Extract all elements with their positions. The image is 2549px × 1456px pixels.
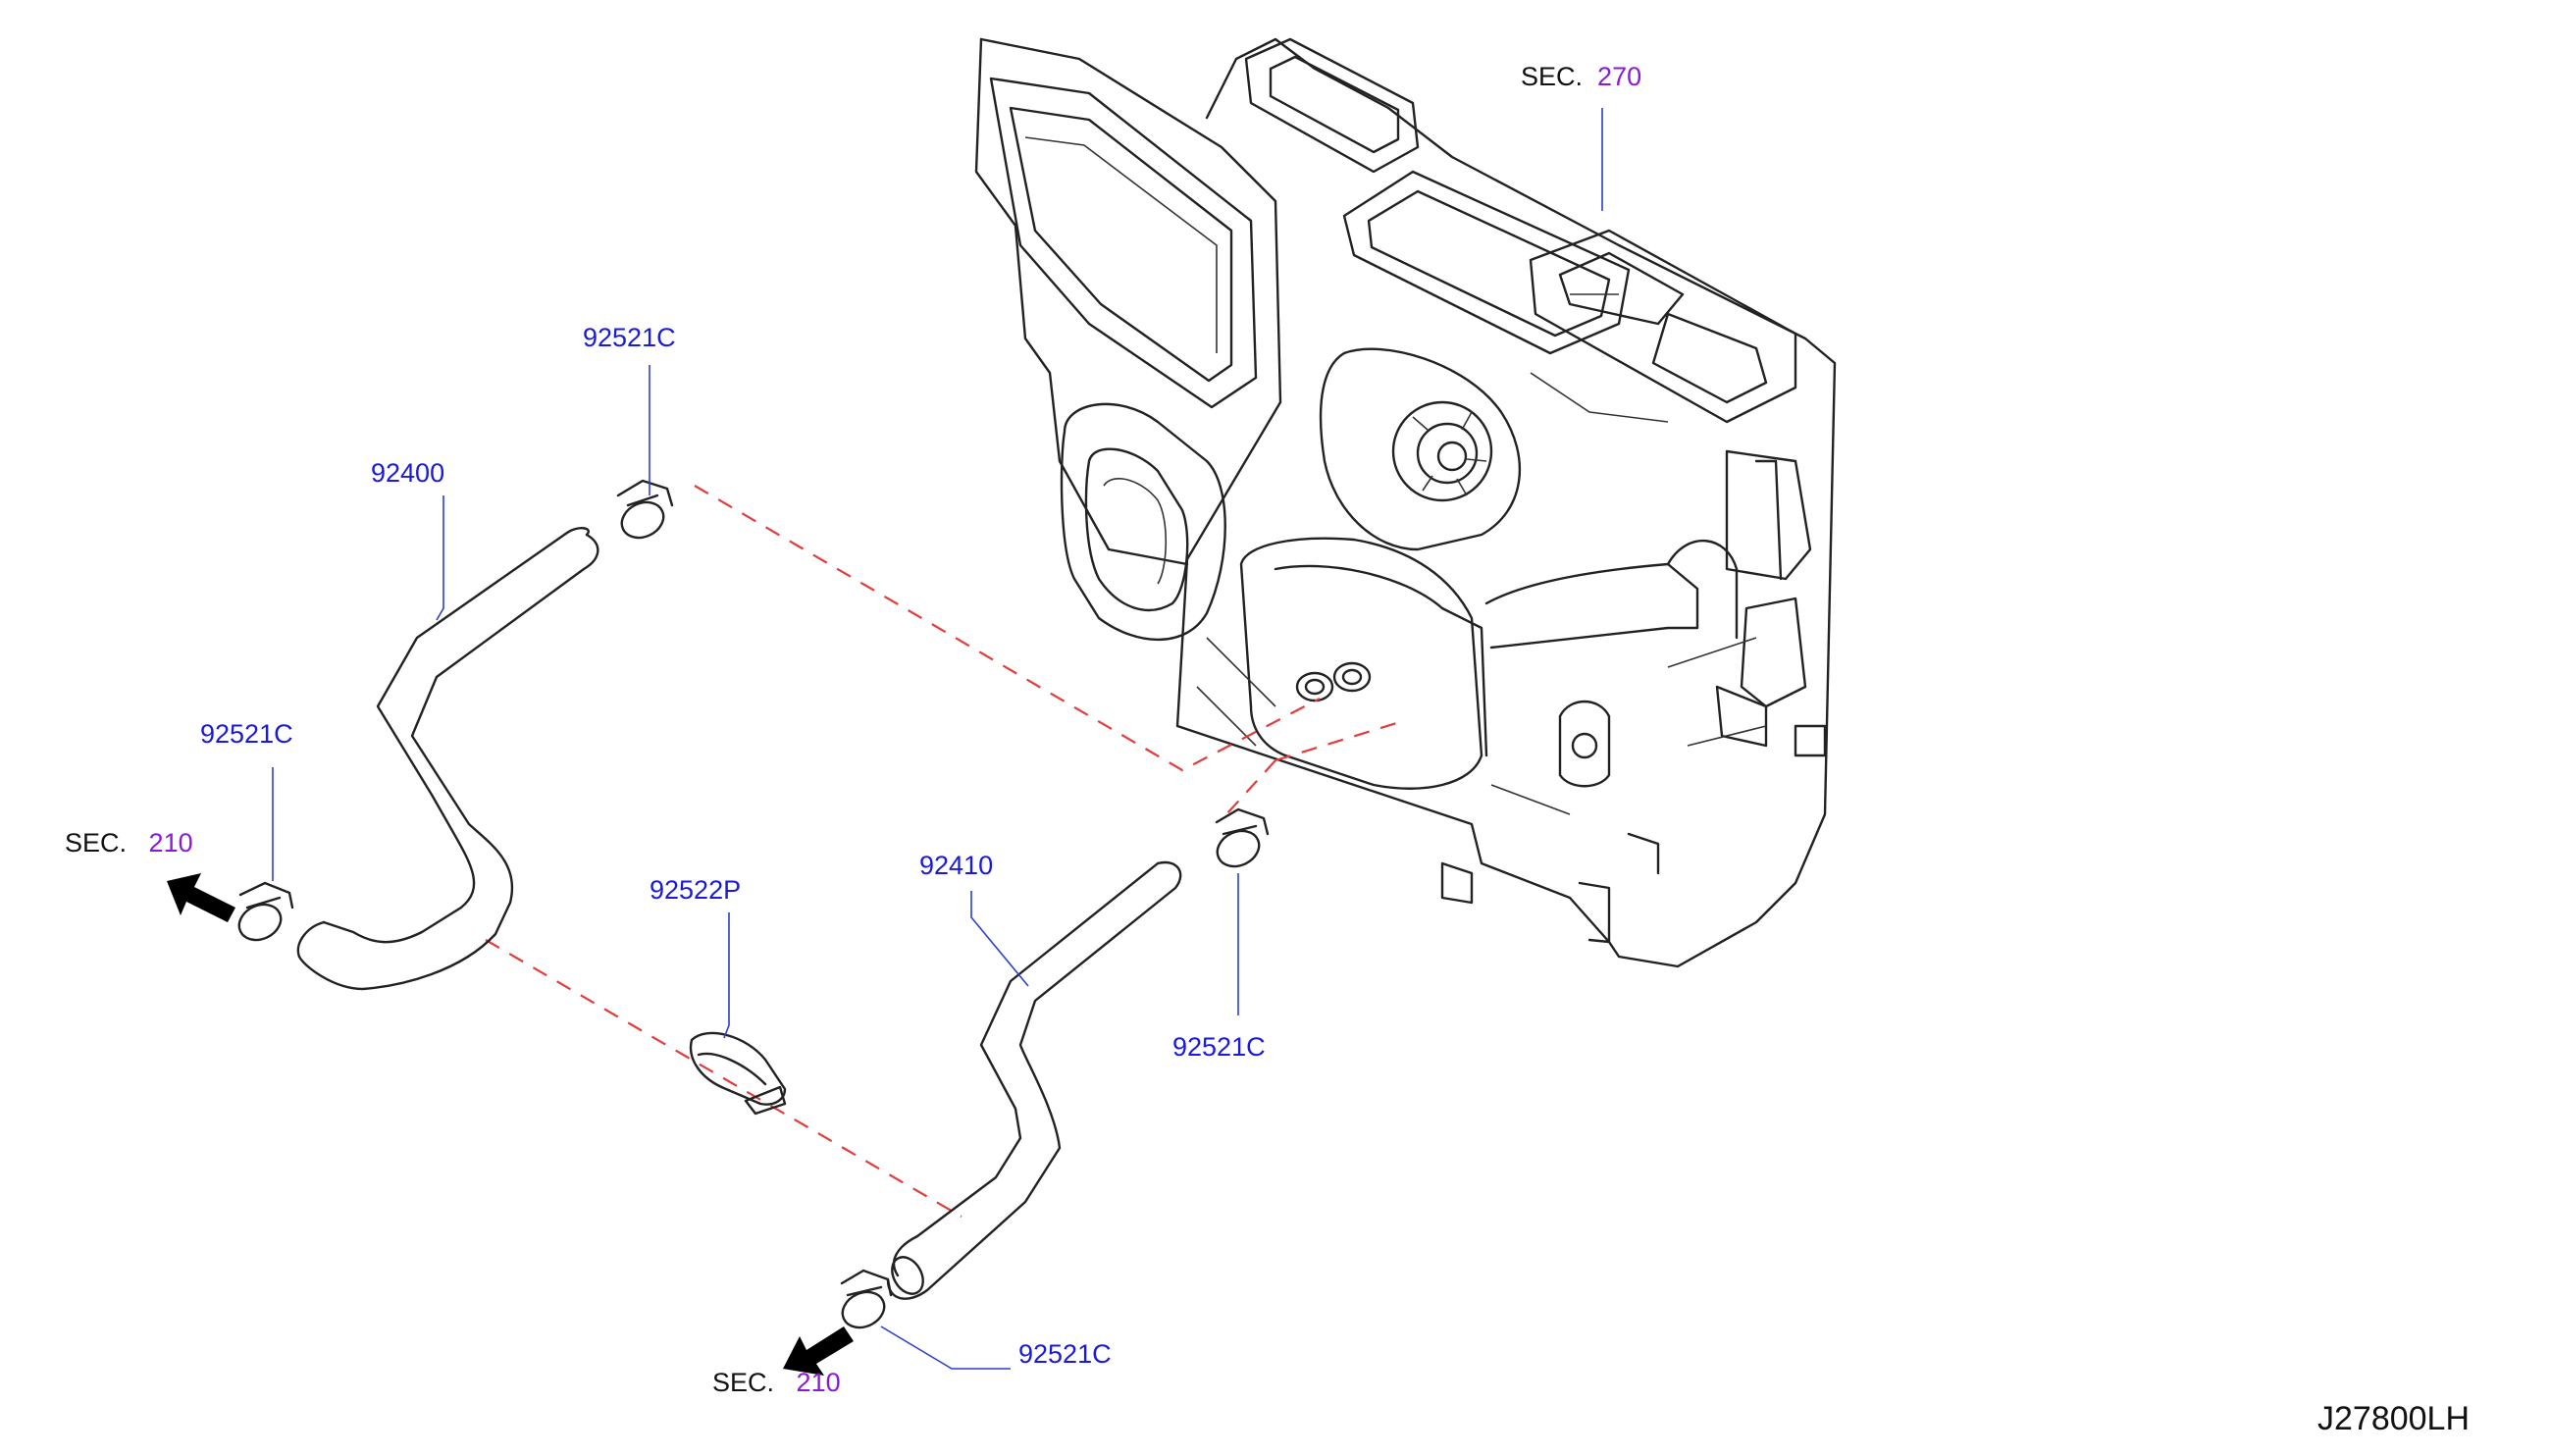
section-ref-bottom: SEC. 210	[712, 1367, 841, 1398]
hose-clamp-top	[616, 479, 674, 540]
part-label-clamp-left: 92521C	[200, 719, 293, 749]
part-label-hose-lower: 92410	[919, 851, 994, 880]
hose-92400	[296, 527, 599, 991]
part-label-clip: 92522P	[650, 875, 742, 905]
section-prefix: SEC.	[1521, 62, 1584, 91]
hose-clamp-right	[1215, 807, 1270, 868]
heater-unit-assembly	[974, 37, 1837, 968]
section-ref-left: SEC. 210	[65, 827, 193, 858]
section-number: 210	[796, 1368, 841, 1397]
alignment-guides	[485, 485, 1404, 1218]
arrow-left-icon	[167, 873, 235, 922]
section-ref-heater-unit: SEC. 270	[1521, 61, 1641, 92]
hose-clip	[689, 1031, 787, 1116]
part-label-hose-upper: 92400	[371, 458, 445, 488]
part-label-clamp-right: 92521C	[1172, 1032, 1266, 1062]
leader-lines	[272, 108, 1603, 1370]
hose-clamp-bottom	[840, 1269, 893, 1329]
arrow-bottom-icon	[783, 1326, 854, 1376]
section-number: 270	[1597, 62, 1642, 91]
diagram-code: J27800LH	[2317, 1400, 2471, 1437]
section-number: 210	[148, 828, 193, 858]
section-prefix: SEC.	[65, 828, 128, 858]
hose-92410	[886, 860, 1182, 1300]
part-label-clamp-bottom: 92521C	[1018, 1339, 1112, 1369]
hose-clamp-left	[237, 881, 294, 942]
part-label-clamp-top: 92521C	[583, 323, 676, 352]
section-prefix: SEC.	[712, 1368, 775, 1397]
